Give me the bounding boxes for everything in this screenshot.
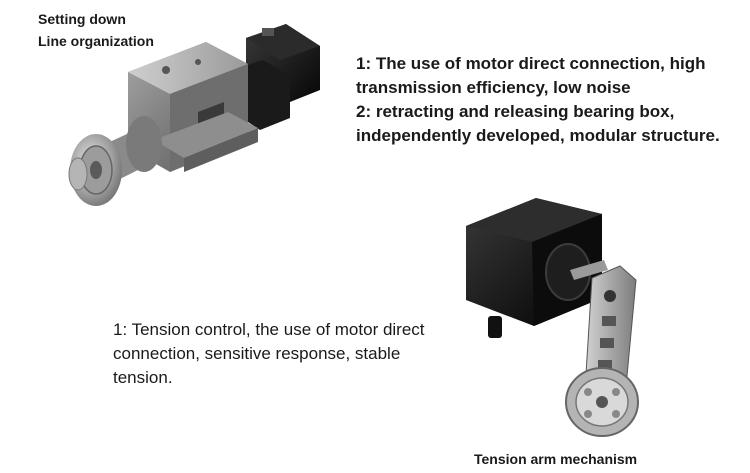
feature-item-bearing-box: 2: retracting and releasing bearing box,…	[356, 102, 720, 145]
tension-arm-mechanism-image	[466, 198, 639, 437]
tension-arm-caption: Tension arm mechanism	[474, 451, 638, 467]
caption-line-2: Line organization	[38, 33, 154, 49]
feature-list-line-organization: 1: The use of motor direct connection, h…	[356, 52, 741, 148]
spindle-roller	[68, 116, 162, 206]
motor-shaft	[570, 260, 608, 280]
pulley-wheel	[565, 367, 639, 437]
feature-item-motor-connection: 1: The use of motor direct connection, h…	[356, 54, 706, 97]
feature-list-tension-arm: 1: Tension control, the use of motor dir…	[113, 318, 453, 390]
caption-line-1: Setting down	[38, 11, 126, 27]
setting-down-line-organization-image	[68, 24, 320, 206]
tension-motor	[466, 198, 602, 338]
motor-block	[233, 24, 320, 130]
feature-item-tension-control: 1: Tension control, the use of motor dir…	[113, 320, 425, 387]
setting-down-caption: Setting down Line organization	[38, 8, 154, 52]
